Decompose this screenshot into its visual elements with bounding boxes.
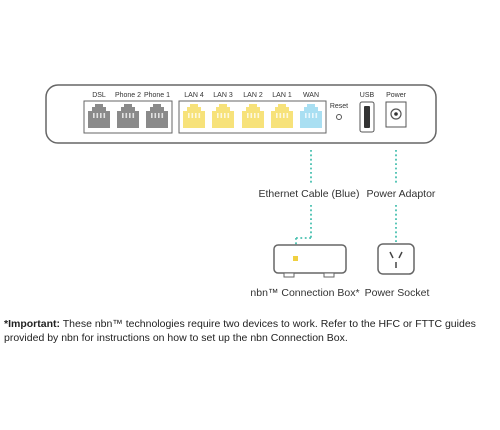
port-label-wan: WAN: [303, 92, 319, 99]
reset-button: [336, 114, 342, 120]
port-wan-pin: [308, 113, 311, 118]
port-dsl-pin: [100, 113, 102, 118]
port-lan2-pin: [247, 113, 249, 118]
port-phone1-pin: [161, 113, 164, 118]
ethernet-cable-label: Ethernet Cable (Blue): [259, 188, 360, 200]
port-lan2-pin: [254, 113, 256, 118]
port-wan-pin: [312, 113, 314, 118]
port-label-phone2: Phone 2: [115, 92, 141, 99]
port-phone1-pin: [158, 113, 160, 118]
port-lan4-pin: [195, 113, 197, 118]
power-port-pin: [394, 112, 398, 116]
port-phone1-pin: [151, 113, 153, 118]
port-wan: [300, 104, 322, 128]
port-label-dsl: DSL: [92, 92, 106, 99]
port-phone2-pin: [125, 113, 128, 118]
port-lan4-pin: [191, 113, 194, 118]
important-label: *Important:: [4, 318, 60, 330]
usb-port: [359, 101, 375, 133]
power-adaptor-label: Power Adaptor: [367, 188, 436, 200]
socket-pin-left: [389, 251, 394, 259]
port-label-phone1: Phone 1: [144, 92, 170, 99]
nbn-connection-box: [273, 244, 347, 274]
important-note: *Important: These nbn™ technologies requ…: [4, 317, 484, 345]
port-lan2: [242, 104, 264, 128]
port-lan1: [271, 104, 293, 128]
port-label-lan4: LAN 4: [184, 92, 204, 99]
power-port: [385, 101, 407, 128]
power-port-ring: [390, 108, 402, 120]
port-label-lan2: LAN 2: [243, 92, 263, 99]
connection-box-led: [293, 256, 298, 261]
port-phone2: [117, 104, 139, 128]
port-lan2-pin: [257, 113, 260, 118]
connection-box-foot-right: [323, 272, 335, 278]
port-lan3-pin: [217, 113, 219, 118]
port-phone1: [146, 104, 168, 128]
port-dsl-pin: [103, 113, 106, 118]
port-label-lan3: LAN 3: [213, 92, 233, 99]
usb-port-inner: [364, 106, 370, 128]
port-lan1-pin: [283, 113, 285, 118]
socket-pin-right: [398, 251, 403, 259]
port-wan-pin: [315, 113, 318, 118]
port-lan4-pin: [198, 113, 201, 118]
power-label: Power: [386, 92, 407, 99]
port-lan4-pin: [188, 113, 190, 118]
router-body: [45, 84, 437, 144]
ethernet-port-group: [178, 100, 327, 134]
important-text: These nbn™ technologies require two devi…: [4, 318, 476, 344]
port-label-lan1: LAN 1: [272, 92, 292, 99]
port-lan3-pin: [224, 113, 226, 118]
port-wan-pin: [305, 113, 307, 118]
port-phone2-pin: [129, 113, 131, 118]
connection-box-label: nbn™ Connection Box*: [250, 287, 359, 299]
port-lan1-pin: [286, 113, 289, 118]
port-lan4: [183, 104, 205, 128]
router-connection-diagram: DSL Phone 2 Phone 1 LAN 4 LAN 3 LAN 2 LA…: [45, 84, 437, 299]
port-dsl-pin: [96, 113, 99, 118]
port-lan3-pin: [220, 113, 223, 118]
port-lan3-pin: [227, 113, 230, 118]
reset-label: Reset: [330, 103, 348, 110]
power-socket-label: Power Socket: [365, 287, 430, 299]
port-dsl-pin: [93, 113, 95, 118]
usb-label: USB: [360, 92, 375, 99]
port-phone1-pin: [154, 113, 157, 118]
port-lan2-pin: [250, 113, 253, 118]
port-lan1-pin: [279, 113, 282, 118]
power-socket: [377, 243, 415, 275]
connection-box-foot-left: [283, 272, 295, 278]
port-lan1-pin: [276, 113, 278, 118]
port-phone2-pin: [132, 113, 135, 118]
phone-port-group: [83, 100, 173, 134]
port-lan3: [212, 104, 234, 128]
port-dsl: [88, 104, 110, 128]
port-phone2-pin: [122, 113, 124, 118]
